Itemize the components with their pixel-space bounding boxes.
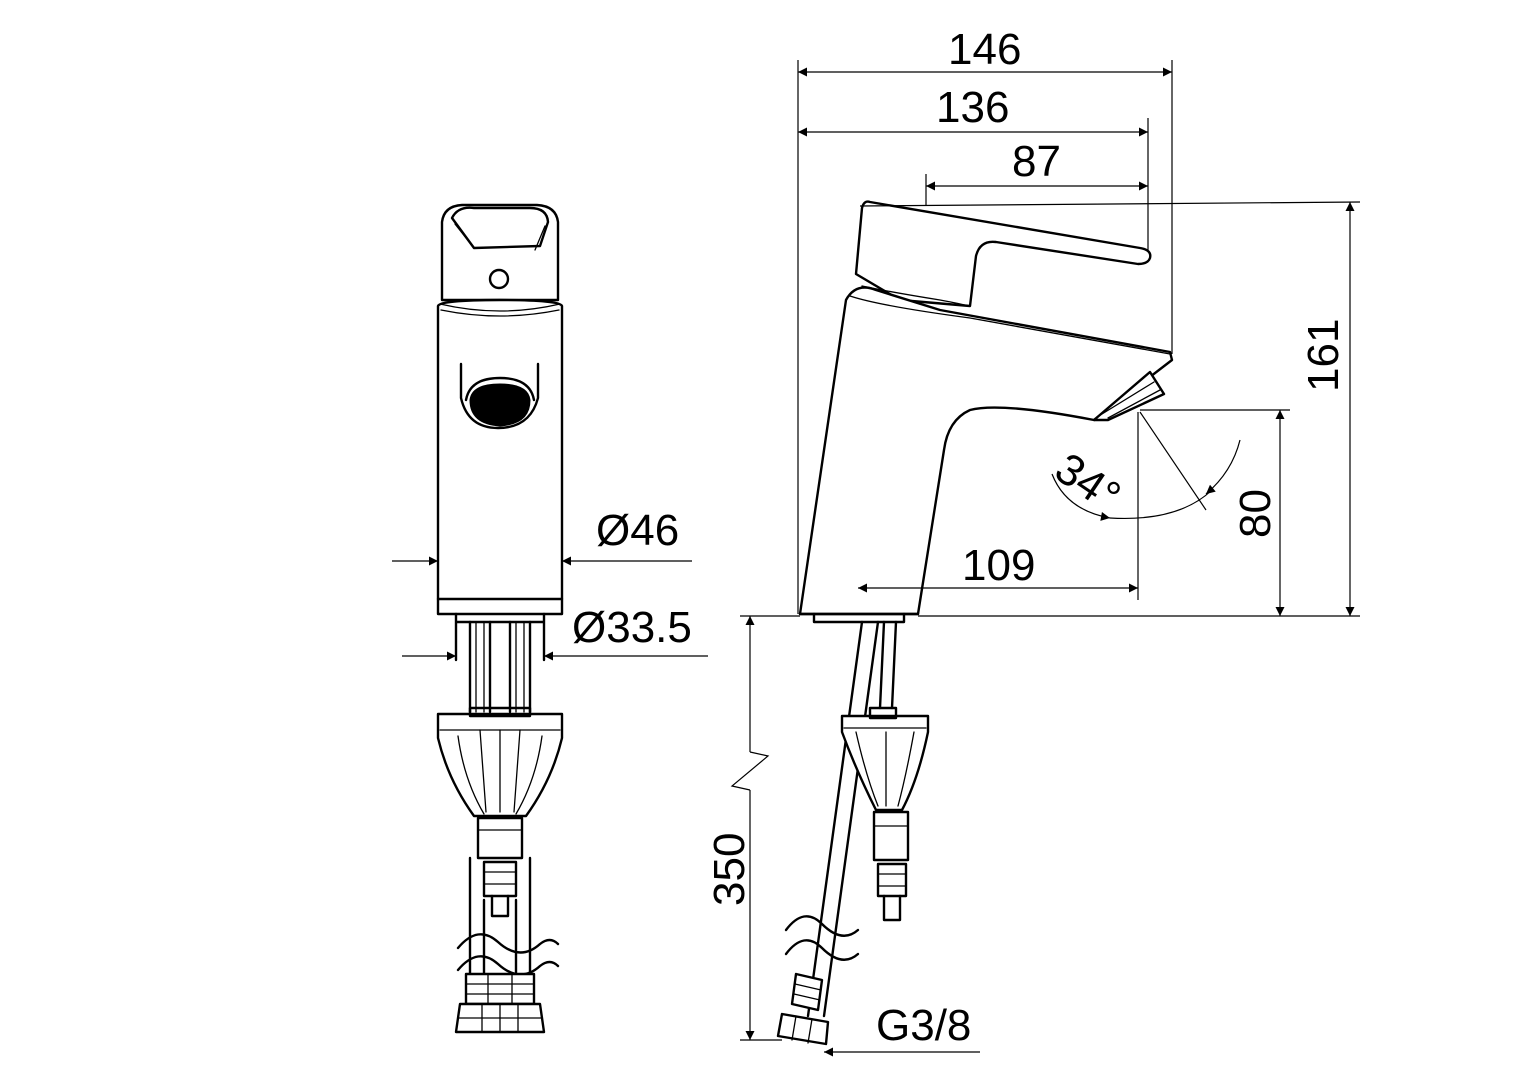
- front-lower-nut: [476, 816, 524, 860]
- front-aerator-outlet: [469, 383, 531, 427]
- front-hose-break: [456, 933, 560, 954]
- dim-lever-length: 87: [1012, 137, 1061, 186]
- side-hose-break: [784, 915, 860, 937]
- dim-hose-length: 350: [705, 833, 754, 906]
- front-aerator-housing: [459, 362, 540, 430]
- side-view: [776, 200, 1174, 1046]
- dim-spout-reach: 136: [936, 83, 1009, 132]
- front-dimensions: Ø46 Ø33.5: [392, 506, 708, 661]
- front-hose-connectors: [464, 972, 536, 1006]
- front-body: [436, 298, 564, 616]
- dim-connection-thread: G3/8: [876, 1001, 971, 1050]
- side-hose-connector: [790, 972, 824, 1012]
- side-body: [798, 286, 1174, 616]
- dim-outlet-reach: 109: [962, 541, 1035, 590]
- side-lever: [854, 200, 1152, 308]
- dim-shank-diameter: Ø33.5: [572, 603, 692, 652]
- dim-outlet-height: 80: [1231, 489, 1280, 538]
- front-indicator-dot: [488, 268, 510, 290]
- side-dimensions: 146 136 87 109 161 80 34° 350 G3/8: [705, 25, 1361, 1057]
- front-view: [436, 203, 564, 1034]
- side-hose: [806, 620, 880, 1018]
- front-lever-cap: [450, 206, 550, 250]
- side-fixing-bracket: [840, 714, 930, 812]
- front-lever-head: [440, 203, 560, 302]
- dim-total-height: 161: [1299, 319, 1348, 392]
- dim-spray-angle: 34°: [1046, 444, 1129, 522]
- dim-overall-length: 146: [948, 25, 1021, 74]
- dim-body-diameter: Ø46: [596, 506, 679, 555]
